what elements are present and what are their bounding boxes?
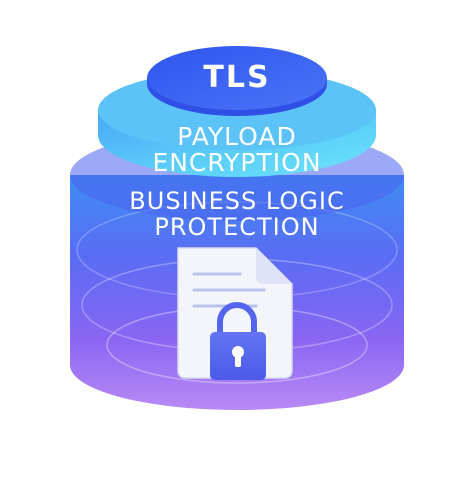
tls-label: TLS [203,60,271,95]
padlock-icon [210,302,266,380]
payload-encryption-label-line2: ENCRYPTION [152,148,322,177]
business-logic-label-line2: PROTECTION [154,213,320,241]
business-logic-label-line1: BUSINESS LOGIC [129,187,345,215]
tls-layer-top [147,46,327,110]
payload-encryption-label-line1: PAYLOAD [177,122,297,151]
